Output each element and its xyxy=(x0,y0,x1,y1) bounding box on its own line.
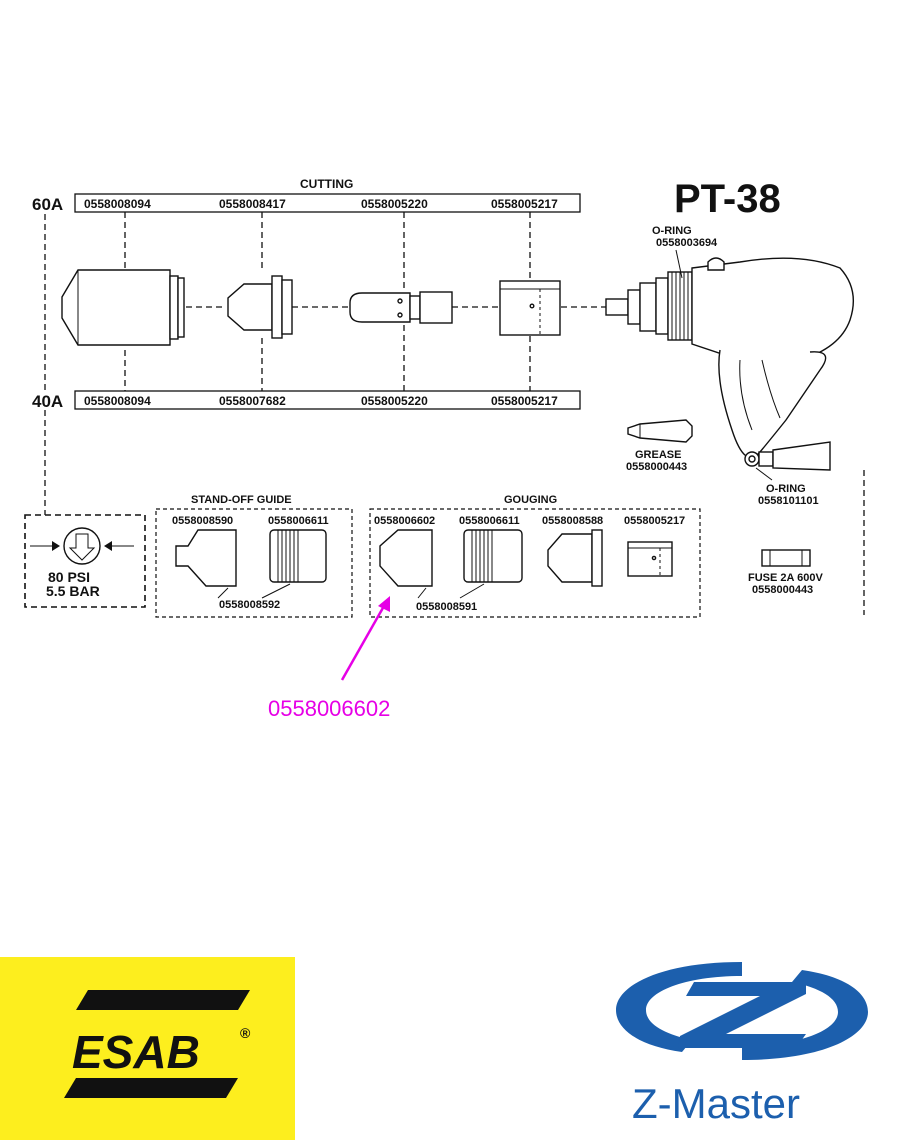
pressure-gauge-icon xyxy=(30,527,134,565)
fuse-icon xyxy=(761,549,811,567)
shield-cup-part xyxy=(61,269,185,346)
oring-bottom-number: 0558101101 xyxy=(758,495,819,507)
row60-part-3: 0558005220 xyxy=(361,197,428,211)
gouging-assembly-arrows xyxy=(417,583,485,599)
pressure-psi: 80 PSI xyxy=(48,569,90,585)
row40-part-2: 0558007682 xyxy=(219,394,286,408)
row60-part-4: 0558005217 xyxy=(491,197,558,211)
highlight-arrow xyxy=(340,596,390,681)
oring-top-number: 0558003694 xyxy=(656,237,718,249)
swirl-ring-part xyxy=(499,280,561,336)
row60-part-2: 0558008417 xyxy=(219,197,286,211)
standoff-part-1: 0558008590 xyxy=(172,515,233,527)
zmaster-logo-text: Z-Master xyxy=(632,1080,800,1127)
row40-part-4: 0558005217 xyxy=(491,394,558,408)
electrode-part xyxy=(349,291,453,324)
pressure-box xyxy=(24,514,146,608)
oring-bottom-icon xyxy=(744,441,831,471)
gouging-assembly: 0558008591 xyxy=(416,601,477,613)
gouging-part-1: 0558006602 xyxy=(374,515,435,527)
fuse-number: 0558000443 xyxy=(752,584,813,596)
gouging-header: GOUGING xyxy=(504,494,557,506)
zmaster-logo: Z-Master xyxy=(616,962,868,1127)
standoff-guide-part xyxy=(175,529,237,587)
leader-lines xyxy=(44,212,865,615)
nozzle-part xyxy=(227,275,293,339)
oring-bottom-label: O-RING xyxy=(766,483,806,495)
gouging-part-3: 0558008588 xyxy=(542,515,603,527)
esab-logo-text: ESAB xyxy=(72,1026,200,1078)
row-60a-box xyxy=(74,193,581,213)
row-40a-box xyxy=(74,390,581,410)
oring-top-leader xyxy=(675,249,683,279)
gouging-shield-part xyxy=(379,529,433,587)
torch-body-drawing xyxy=(605,257,854,459)
gouging-part-2: 0558006611 xyxy=(459,515,520,527)
torch-title: PT-38 xyxy=(674,177,781,221)
standoff-assembly-arrows xyxy=(217,583,291,599)
gouging-part-4: 0558005217 xyxy=(624,515,685,527)
gouging-swirl-ring-part xyxy=(627,541,673,577)
standoff-part-2: 0558006611 xyxy=(268,515,329,527)
oring-top-label: O-RING xyxy=(652,225,692,237)
grease-tube-icon xyxy=(627,419,693,443)
row40-part-3: 0558005220 xyxy=(361,394,428,408)
amp-40a: 40A xyxy=(32,392,63,411)
grease-label: GREASE xyxy=(635,449,681,461)
amp-60a: 60A xyxy=(32,195,63,214)
grease-number: 0558000443 xyxy=(626,461,687,473)
oring-bottom-leader xyxy=(755,467,773,481)
row40-part-1: 0558008094 xyxy=(84,394,151,408)
standoff-header: STAND-OFF GUIDE xyxy=(191,494,292,506)
esab-logo: ESAB ® xyxy=(0,957,295,1140)
standoff-retainer-part xyxy=(269,529,327,583)
standoff-box xyxy=(155,508,353,618)
esab-registered-mark: ® xyxy=(240,1025,251,1041)
pressure-bar: 5.5 BAR xyxy=(46,583,100,599)
cutting-header: CUTTING xyxy=(300,177,353,191)
highlight-part-number: 0558006602 xyxy=(268,696,390,721)
gouging-nozzle-part xyxy=(547,529,603,587)
gouging-retainer-part xyxy=(463,529,523,583)
row60-part-1: 0558008094 xyxy=(84,197,151,211)
fuse-label: FUSE 2A 600V xyxy=(748,572,823,584)
standoff-assembly: 0558008592 xyxy=(219,599,280,611)
gouging-box xyxy=(369,508,701,618)
